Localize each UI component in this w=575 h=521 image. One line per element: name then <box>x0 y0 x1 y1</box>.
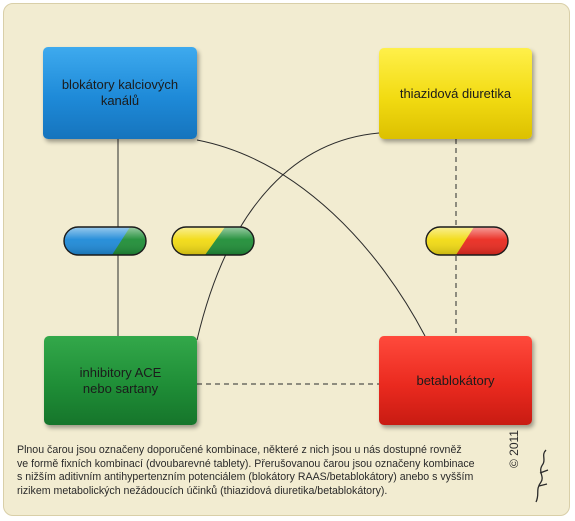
box-ace-inhibitors: inhibitory ACE nebo sartany <box>44 336 197 425</box>
box-thiazide-label: thiazidová diuretika <box>400 86 511 102</box>
caption-line-2: ve formě fixních kombinací (dvoubarevné … <box>17 457 475 470</box>
caption: Plnou čarou jsou označeny doporučené kom… <box>17 444 522 498</box>
box-beta-label: betablokátory <box>416 373 494 389</box>
pill-yellow-green <box>171 226 255 256</box>
line-ace-thiazide <box>196 132 380 341</box>
line-calcium-beta <box>196 139 426 337</box>
caption-line-4: rizikem metabolických nežádoucích účinků… <box>17 484 388 497</box>
caption-line-1: Plnou čarou jsou označeny doporučené kom… <box>17 444 462 456</box>
pill-yellow-red <box>425 226 509 256</box>
caption-line-3: s nižším aditivním antihypertenzním pote… <box>17 471 474 483</box>
box-calcium-line1: blokátory kalciových <box>61 77 179 92</box>
box-calcium-channel-blockers: blokátory kalciových kanálů <box>43 47 197 139</box>
copyright-text: © 2011 <box>507 430 521 468</box>
box-calcium-label: blokátory kalciových kanálů <box>62 77 178 109</box>
box-thiazide-line1: thiazidová diuretika <box>399 85 512 101</box>
box-calcium-line2: kanálů <box>100 93 140 108</box>
box-beta-blockers: betablokátory <box>379 336 532 425</box>
box-thiazide-diuretics: thiazidová diuretika <box>379 48 532 139</box>
box-ace-label: inhibitory ACE nebo sartany <box>80 365 162 397</box>
signature-icon <box>535 449 549 503</box>
box-ace-line2: nebo sartany <box>82 380 159 396</box>
box-ace-line1: inhibitory ACE <box>79 364 162 380</box>
pill-blue-green <box>63 226 147 256</box>
box-beta-line1: betablokátory <box>416 372 495 388</box>
